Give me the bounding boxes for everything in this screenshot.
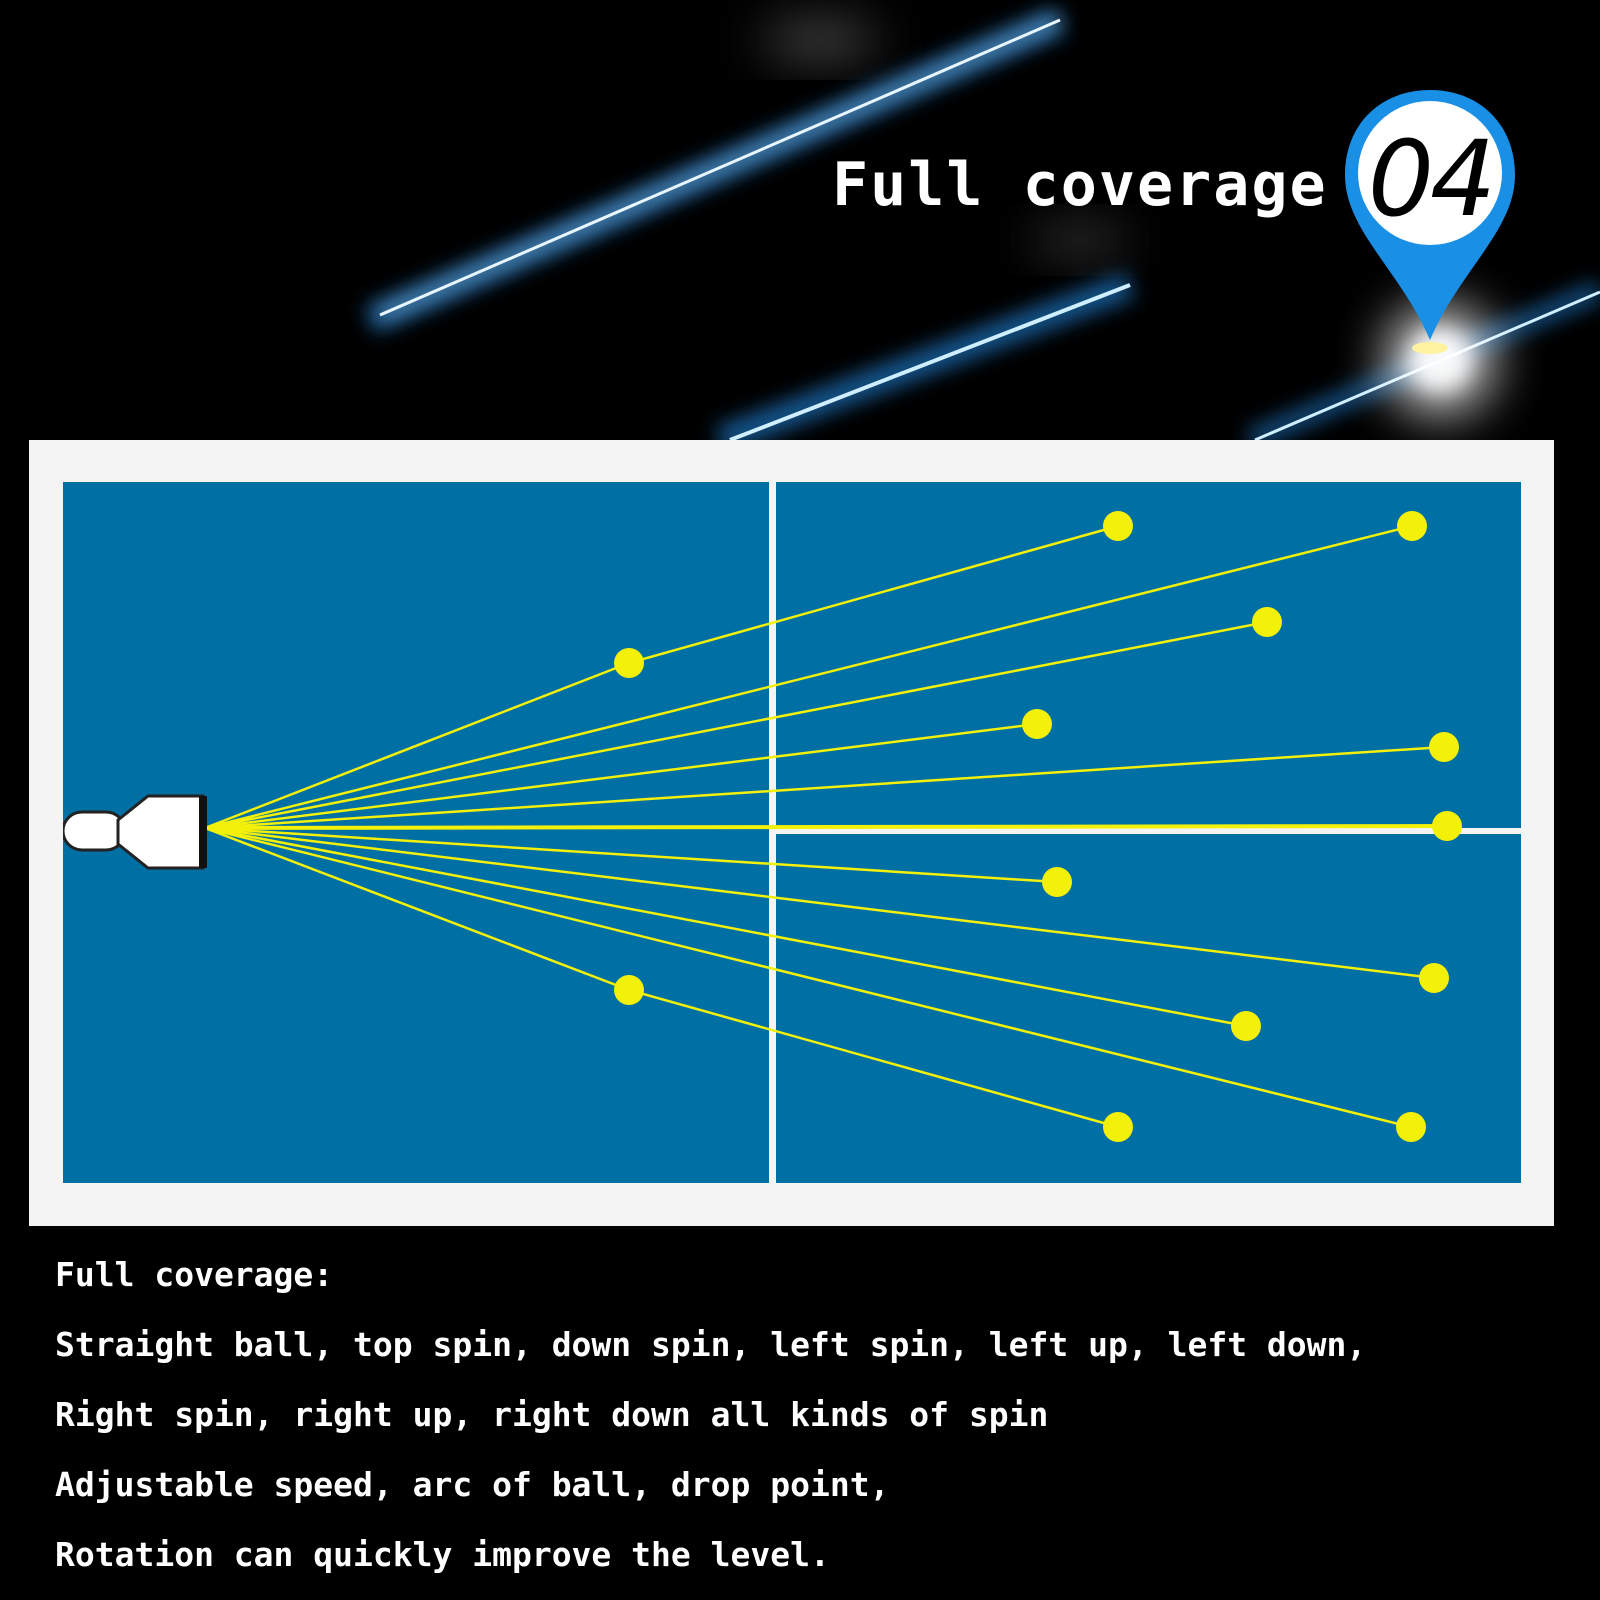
description-line: Adjustable speed, arc of ball, drop poin… [55,1465,890,1504]
ball-trajectory [628,988,1119,1129]
badge-number: 04 [1367,118,1496,240]
description-line: Rotation can quickly improve the level. [55,1535,830,1574]
ball-drop-point [1432,811,1462,841]
ball-launcher-icon [63,794,207,870]
description-line: Right spin, right up, right down all kin… [55,1395,1049,1434]
location-pin-icon [1345,90,1515,354]
ball-trajectory [204,620,1268,830]
ball-trajectory [204,722,1038,830]
ball-trajectory [204,661,630,830]
ball-drop-point [1397,511,1427,541]
ball-drop-point [1022,709,1052,739]
table-tennis-table-frame [29,440,1554,1226]
center-line [776,828,1521,834]
ball-drop-point [1429,732,1459,762]
net-line [769,482,776,1183]
ball-trajectory [204,824,1448,830]
description-line: Full coverage: [55,1255,334,1294]
ball-drop-point [1396,1112,1426,1142]
page-title: Full coverage [832,150,1328,220]
ball-drop-point [1252,607,1282,637]
ball-trajectory [204,826,1412,1129]
ball-trajectory [204,826,1247,1028]
table-tennis-table [63,482,1521,1183]
ball-trajectory [204,524,1413,830]
description-text: Full coverage: Straight ball, top spin, … [55,1240,1366,1590]
ball-drop-point [1042,867,1072,897]
ball-drop-point [1103,511,1133,541]
ball-drop-point [1231,1011,1261,1041]
ball-drop-point [1419,963,1449,993]
ball-trajectory [204,745,1445,830]
ball-trajectory [204,826,1435,980]
ball-trajectory [204,826,630,992]
description-line: Straight ball, top spin, down spin, left… [55,1325,1367,1364]
ball-drop-point [1103,1112,1133,1142]
ball-trajectory [628,524,1119,665]
ball-trajectory [204,826,1058,884]
